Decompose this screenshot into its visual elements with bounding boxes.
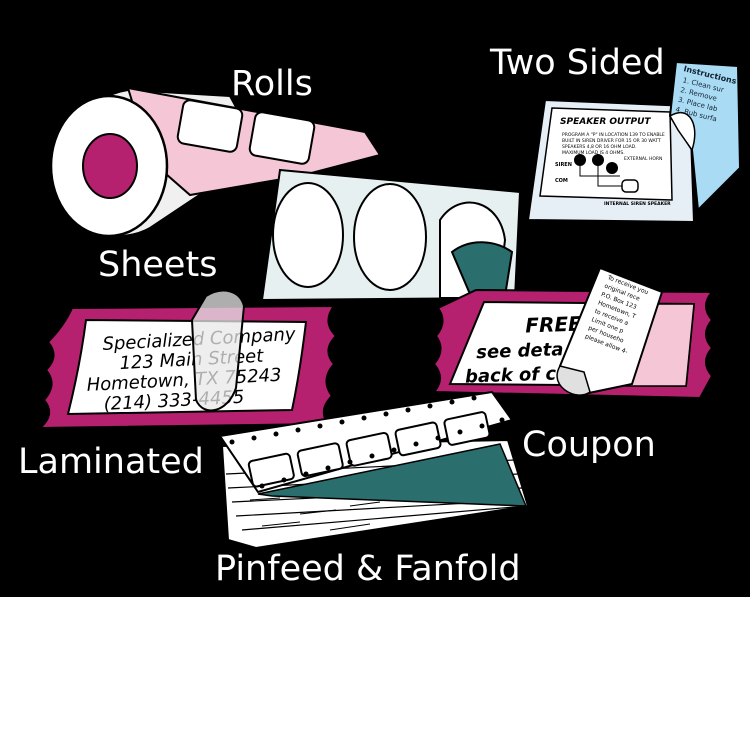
terminal-dot <box>606 162 618 174</box>
speaker-body-line: BUILT IN SIREN DRIVER FOR 15 OR 30 WATT <box>562 138 661 144</box>
illustration-canvas: SPEAKER OUTPUT PROGRAM A "P" IN LOCATION… <box>37 60 742 550</box>
caption-laminated: Laminated <box>18 442 204 482</box>
label-types-illustration: SPEAKER OUTPUT PROGRAM A "P" IN LOCATION… <box>0 0 750 597</box>
caption-two-sided: Two Sided <box>490 43 665 83</box>
speaker-icon <box>621 179 639 193</box>
external-horn-label: EXTERNAL HORN <box>624 156 662 162</box>
speaker-body-line: PROGRAM A "P" IN LOCATION 139 TO ENABLE <box>562 132 665 138</box>
speaker-body-line: SPEAKERS 4,8 OR 16 OHM LOAD. <box>562 144 637 150</box>
two-sided-label-icon: SPEAKER OUTPUT PROGRAM A "P" IN LOCATION… <box>526 60 742 224</box>
coupon-detail-text: see deta <box>476 339 564 363</box>
laminated-label-icon: Specialized Company 123 Main Street Home… <box>37 289 338 430</box>
speaker-output-heading: SPEAKER OUTPUT <box>560 117 651 127</box>
caption-coupon: Coupon <box>522 425 656 465</box>
coupon-label-icon: FREE see deta back of coup To receive yo… <box>431 266 715 400</box>
blank-footer-area <box>0 597 750 750</box>
pinfeed-fanfold-stack-icon <box>218 390 530 550</box>
caption-pinfeed-fanfold: Pinfeed & Fanfold <box>215 549 521 589</box>
caption-sheets: Sheets <box>98 245 218 285</box>
label-roll-icon <box>49 86 382 238</box>
speaker-body-line: MAXIMUM LOAD IS 4 OHMS. <box>562 150 625 156</box>
caption-rolls: Rolls <box>231 64 313 104</box>
siren-terminal-label: SIREN <box>555 162 572 168</box>
internal-siren-footer: INTERNAL SIREN SPEAKER <box>604 201 671 207</box>
com-terminal-label: COM <box>555 178 568 184</box>
label-sheet-icon <box>260 168 522 302</box>
